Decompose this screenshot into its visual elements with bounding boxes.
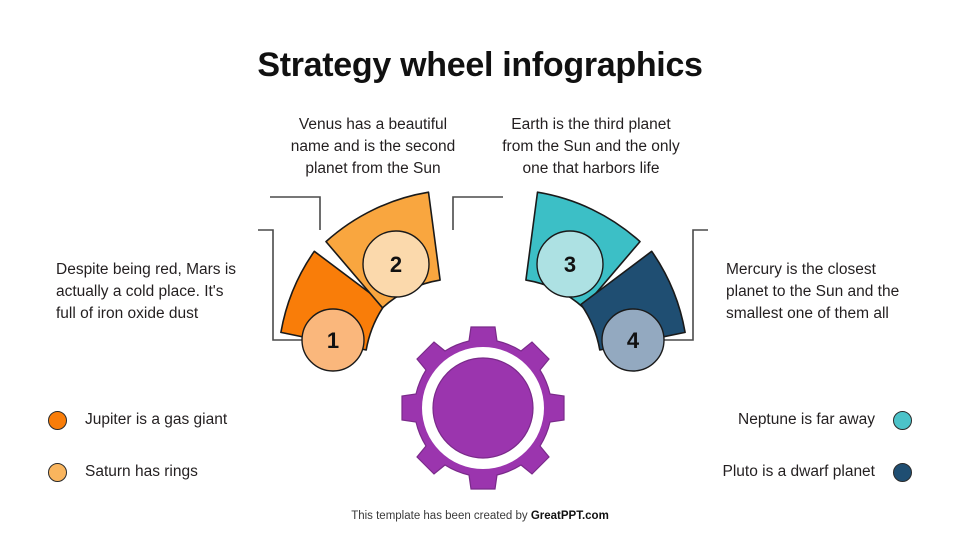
legend-label-saturn: Saturn has rings (85, 463, 198, 480)
connector-line-3 (452, 196, 503, 230)
legend-item-neptune[interactable]: Neptune is far away (652, 404, 912, 436)
segment-3-number: 3 (564, 252, 576, 277)
venus-description: Venus has a beautiful name and is the se… (290, 116, 456, 177)
strategy-wheel: 1 2 3 4 (258, 191, 708, 490)
segment-2-number: 2 (390, 252, 402, 277)
legend-label-jupiter: Jupiter is a gas giant (85, 411, 228, 428)
mercury-description: Mercury is the closest planet to the Sun… (726, 261, 900, 322)
segment-4-number: 4 (627, 328, 640, 353)
legend-item-pluto[interactable]: Pluto is a dwarf planet (652, 456, 912, 488)
legend-dot-saturn (48, 462, 67, 482)
segment-3[interactable]: 3 (525, 191, 641, 309)
legend-label-pluto: Pluto is a dwarf planet (722, 463, 875, 480)
segment-1-number: 1 (327, 328, 339, 353)
legend-label-neptune: Neptune is far away (738, 411, 875, 428)
legend-dot-jupiter (48, 410, 67, 430)
legend-right: Neptune is far away Pluto is a dwarf pla… (652, 404, 912, 488)
legend-dot-pluto (893, 462, 912, 482)
mars-description: Despite being red, Mars is actually a co… (56, 261, 237, 322)
earth-description: Earth is the third planet from the Sun a… (502, 116, 680, 177)
connector-line-2 (270, 196, 321, 230)
segment-2-circle[interactable] (362, 230, 430, 298)
segment-3-circle[interactable] (536, 230, 604, 298)
footer-brand: GreatPPT.com (530, 510, 609, 522)
legend-item-jupiter[interactable]: Jupiter is a gas giant (48, 404, 308, 436)
segment-2[interactable]: 2 (325, 191, 441, 309)
page-title: Strategy wheel infographics (257, 46, 703, 84)
legend-dot-neptune (893, 410, 912, 430)
gear-inner-circle (432, 357, 534, 459)
legend-item-saturn[interactable]: Saturn has rings (48, 456, 308, 488)
legend-left: Jupiter is a gas giant Saturn has rings (48, 404, 308, 488)
footer-credit: This template has been created by GreatP… (0, 510, 960, 522)
segment-4-circle[interactable] (601, 308, 665, 372)
segment-1[interactable]: 1 (280, 250, 386, 372)
segment-1-circle[interactable] (301, 308, 365, 372)
gear-icon[interactable] (401, 326, 565, 490)
footer-text: This template has been created by (351, 510, 531, 522)
segment-4[interactable]: 4 (580, 250, 686, 372)
